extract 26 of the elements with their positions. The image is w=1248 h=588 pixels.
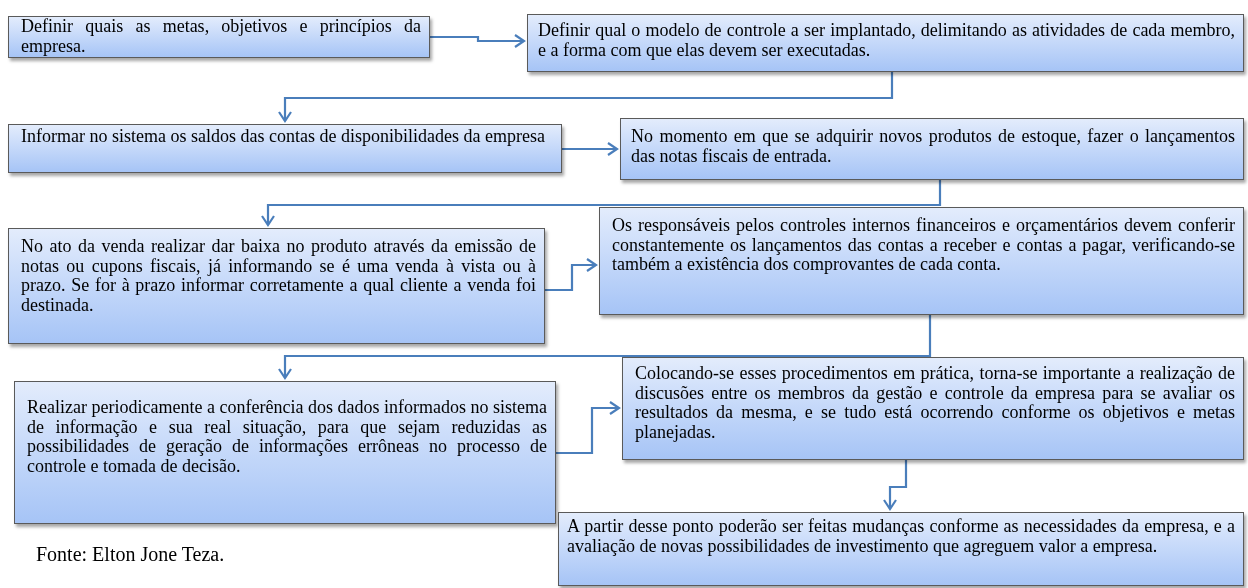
step-text: Realizar periodicamente a conferência dos dados informados no sistema de informação e sua real situação, para que sejam reduzidas as possibilidades de geração de informações errôneas no processo de controle e tomada de decisão. — [27, 398, 547, 476]
process-box — [622, 357, 1244, 460]
process-box — [14, 381, 556, 524]
step-text: No ato da venda realizar dar baixa no produto através da emissão de notas ou cupons fiscais, já informando se é uma venda à vista ou à prazo. Se for à prazo informar corretamente a qual cliente a venda foi destinada. — [21, 237, 536, 315]
step-text: No momento em que se adquirir novos produtos de estoque, fazer o lançamentos das notas fiscais de entrada. — [631, 127, 1235, 166]
arrow — [430, 33, 526, 49]
process-box — [527, 14, 1244, 72]
arrow — [882, 460, 908, 511]
step-text: A partir desse ponto poderão ser feitas mudanças conforme as necessidades da empresa, e a avaliação de novas possibilidades de investimento que agreguem valor a empresa. — [567, 517, 1235, 556]
arrow — [545, 257, 598, 292]
step-text: Informar no sistema os saldos das contas de disponibilidades da empresa — [21, 127, 546, 147]
process-box — [620, 118, 1244, 180]
process-box — [8, 228, 545, 344]
source-note: Fonte: Elton Jone Teza. — [36, 542, 225, 566]
arrow — [562, 141, 619, 157]
process-box — [558, 512, 1244, 586]
step-text: Colocando-se esses procedimentos em prática, torna-se importante a realização de discusões entre os membros da gestão e controle da empresa para se avaliar os resultados da mesma, e se tudo está ocorrendo conforme os objetivos e metas planejadas. — [635, 364, 1235, 442]
arrow — [260, 180, 942, 227]
step-text: Definir quais as metas, objetivos e princípios da empresa. — [21, 17, 421, 56]
arrow — [556, 400, 621, 455]
arrow — [277, 72, 894, 123]
step-text: Definir qual o modelo de controle a ser implantado, delimitando as atividades de cada membro, e a forma com que elas devem ser executadas. — [538, 21, 1235, 60]
arrow — [277, 315, 932, 380]
process-box — [8, 124, 562, 173]
step-text: Os responsáveis pelos controles internos financeiros e orçamentários devem conferir constantemente os lançamentos das contas a receber e contas a pagar, verificando-se também a existência dos comprovantes de cada conta. — [612, 216, 1235, 275]
process-box — [599, 207, 1244, 315]
